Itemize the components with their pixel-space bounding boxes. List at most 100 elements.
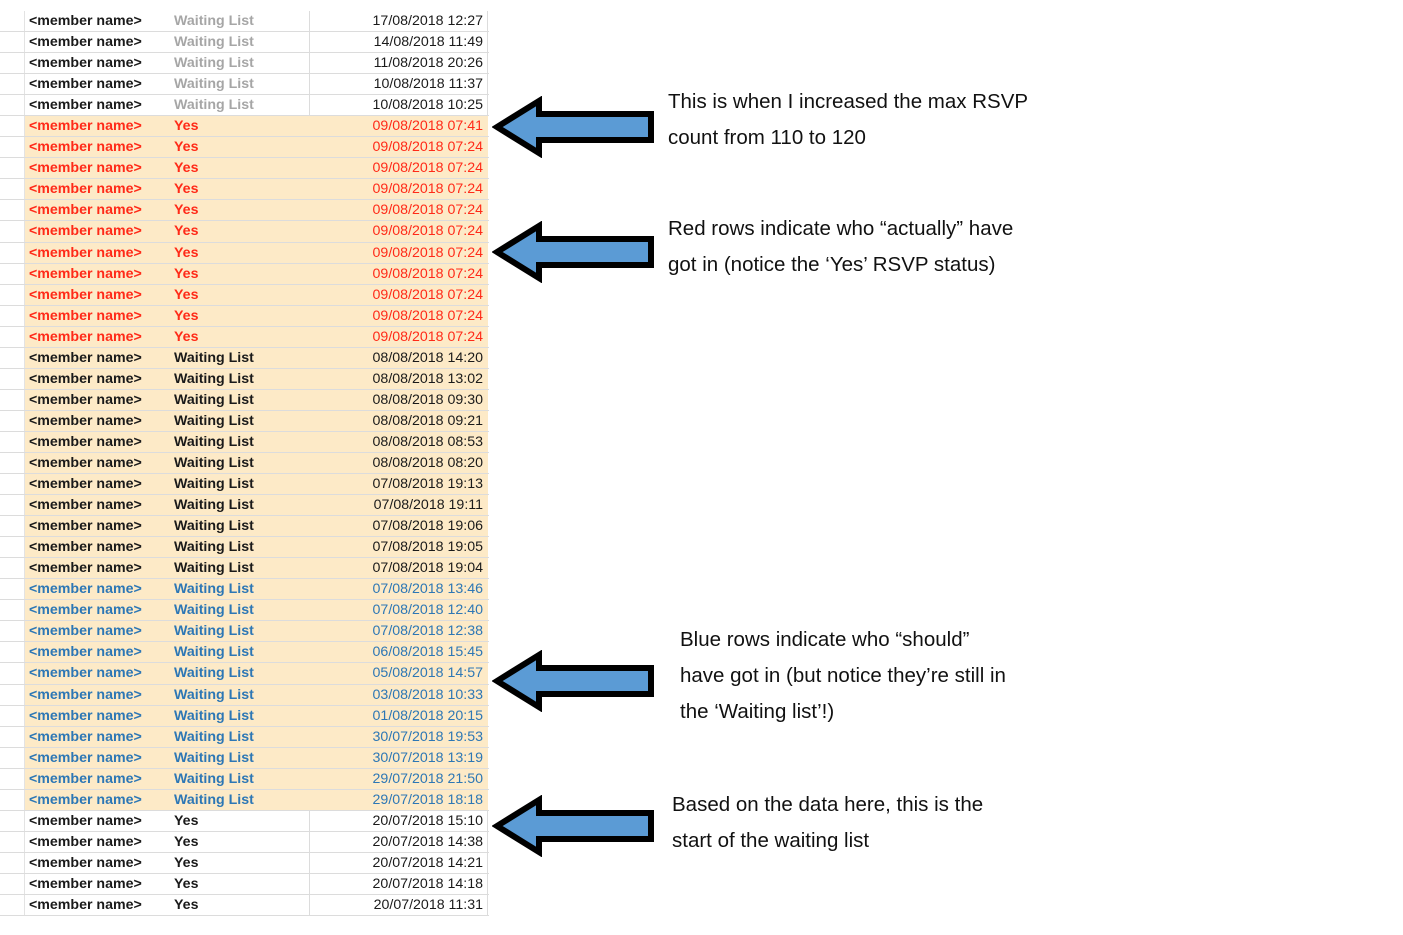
cell-rsvp-status[interactable]: Waiting List xyxy=(169,347,310,368)
cell-member-name[interactable]: <member name> xyxy=(25,894,169,916)
cell-member-name[interactable]: <member name> xyxy=(25,452,169,474)
cell-member-name[interactable]: <member name> xyxy=(25,305,169,326)
cell-rsvp-status[interactable]: Waiting List xyxy=(169,495,310,516)
cell-member-name[interactable]: <member name> xyxy=(25,284,169,305)
cell-member-name[interactable]: <member name> xyxy=(25,221,169,242)
cell-rsvp-status[interactable]: Waiting List xyxy=(169,642,310,663)
row-header-gutter[interactable] xyxy=(0,305,25,326)
cell-member-name[interactable]: <member name> xyxy=(25,368,169,389)
row-header-gutter[interactable] xyxy=(0,831,25,852)
cell-rsvp-status[interactable]: Waiting List xyxy=(169,537,310,558)
row-header-gutter[interactable] xyxy=(0,600,25,621)
cell-rsvp-timestamp[interactable]: 08/08/2018 09:30 xyxy=(310,389,488,410)
cell-rsvp-timestamp[interactable]: 07/08/2018 13:46 xyxy=(310,579,488,600)
cell-rsvp-status[interactable]: Waiting List xyxy=(169,705,310,726)
cell-rsvp-timestamp[interactable]: 08/08/2018 13:02 xyxy=(310,368,488,389)
cell-rsvp-status[interactable]: Yes xyxy=(169,284,310,305)
row-header-gutter[interactable] xyxy=(0,410,25,431)
cell-rsvp-status[interactable]: Waiting List xyxy=(169,11,310,32)
cell-rsvp-status[interactable]: Waiting List xyxy=(169,726,310,747)
cell-rsvp-timestamp[interactable]: 09/08/2018 07:24 xyxy=(310,158,488,179)
cell-rsvp-timestamp[interactable]: 10/08/2018 10:25 xyxy=(310,95,488,116)
cell-rsvp-timestamp[interactable]: 20/07/2018 11:31 xyxy=(310,894,488,916)
cell-rsvp-status[interactable]: Waiting List xyxy=(169,747,310,768)
row-header-gutter[interactable] xyxy=(0,32,25,53)
cell-member-name[interactable]: <member name> xyxy=(25,768,169,789)
row-header-gutter[interactable] xyxy=(0,810,25,831)
cell-rsvp-timestamp[interactable]: 05/08/2018 14:57 xyxy=(310,663,488,684)
cell-member-name[interactable]: <member name> xyxy=(25,579,169,600)
cell-rsvp-timestamp[interactable]: 09/08/2018 07:24 xyxy=(310,221,488,242)
row-header-gutter[interactable] xyxy=(0,242,25,263)
cell-member-name[interactable]: <member name> xyxy=(25,873,169,894)
cell-rsvp-status[interactable]: Yes xyxy=(169,242,310,263)
cell-rsvp-timestamp[interactable]: 30/07/2018 19:53 xyxy=(310,726,488,747)
cell-rsvp-status[interactable]: Yes xyxy=(169,221,310,242)
cell-rsvp-status[interactable]: Waiting List xyxy=(169,410,310,431)
cell-member-name[interactable]: <member name> xyxy=(25,326,169,347)
cell-rsvp-timestamp[interactable]: 11/08/2018 20:26 xyxy=(310,53,488,74)
cell-member-name[interactable]: <member name> xyxy=(25,537,169,558)
cell-rsvp-timestamp[interactable]: 09/08/2018 07:24 xyxy=(310,137,488,158)
cell-rsvp-timestamp[interactable]: 20/07/2018 14:18 xyxy=(310,873,488,894)
cell-member-name[interactable]: <member name> xyxy=(25,852,169,873)
cell-rsvp-status[interactable]: Waiting List xyxy=(169,684,310,705)
cell-rsvp-status[interactable]: Yes xyxy=(169,326,310,347)
cell-member-name[interactable]: <member name> xyxy=(25,684,169,705)
cell-member-name[interactable]: <member name> xyxy=(25,116,169,137)
row-header-gutter[interactable] xyxy=(0,11,25,32)
cell-rsvp-timestamp[interactable]: 20/07/2018 15:10 xyxy=(310,810,488,831)
cell-member-name[interactable]: <member name> xyxy=(25,726,169,747)
row-header-gutter[interactable] xyxy=(0,873,25,894)
cell-rsvp-status[interactable]: Waiting List xyxy=(169,789,310,810)
cell-rsvp-timestamp[interactable]: 08/08/2018 14:20 xyxy=(310,347,488,368)
cell-rsvp-status[interactable]: Waiting List xyxy=(169,663,310,684)
row-header-gutter[interactable] xyxy=(0,431,25,452)
cell-member-name[interactable]: <member name> xyxy=(25,410,169,431)
row-header-gutter[interactable] xyxy=(0,95,25,116)
cell-member-name[interactable]: <member name> xyxy=(25,663,169,684)
row-header-gutter[interactable] xyxy=(0,347,25,368)
cell-rsvp-timestamp[interactable]: 09/08/2018 07:24 xyxy=(310,179,488,200)
cell-member-name[interactable]: <member name> xyxy=(25,474,169,495)
cell-rsvp-timestamp[interactable]: 01/08/2018 20:15 xyxy=(310,705,488,726)
cell-rsvp-timestamp[interactable]: 07/08/2018 19:05 xyxy=(310,537,488,558)
cell-member-name[interactable]: <member name> xyxy=(25,32,169,53)
cell-rsvp-status[interactable]: Waiting List xyxy=(169,53,310,74)
cell-rsvp-timestamp[interactable]: 07/08/2018 12:38 xyxy=(310,621,488,642)
cell-member-name[interactable]: <member name> xyxy=(25,831,169,852)
row-header-gutter[interactable] xyxy=(0,642,25,663)
cell-member-name[interactable]: <member name> xyxy=(25,347,169,368)
cell-member-name[interactable]: <member name> xyxy=(25,74,169,95)
row-header-gutter[interactable] xyxy=(0,516,25,537)
row-header-gutter[interactable] xyxy=(0,789,25,810)
cell-rsvp-status[interactable]: Yes xyxy=(169,852,310,873)
row-header-gutter[interactable] xyxy=(0,179,25,200)
cell-rsvp-status[interactable]: Waiting List xyxy=(169,558,310,579)
cell-member-name[interactable]: <member name> xyxy=(25,200,169,221)
cell-rsvp-status[interactable]: Waiting List xyxy=(169,516,310,537)
cell-member-name[interactable]: <member name> xyxy=(25,53,169,74)
cell-member-name[interactable]: <member name> xyxy=(25,95,169,116)
row-header-gutter[interactable] xyxy=(0,558,25,579)
cell-rsvp-status[interactable]: Yes xyxy=(169,116,310,137)
cell-member-name[interactable]: <member name> xyxy=(25,431,169,452)
